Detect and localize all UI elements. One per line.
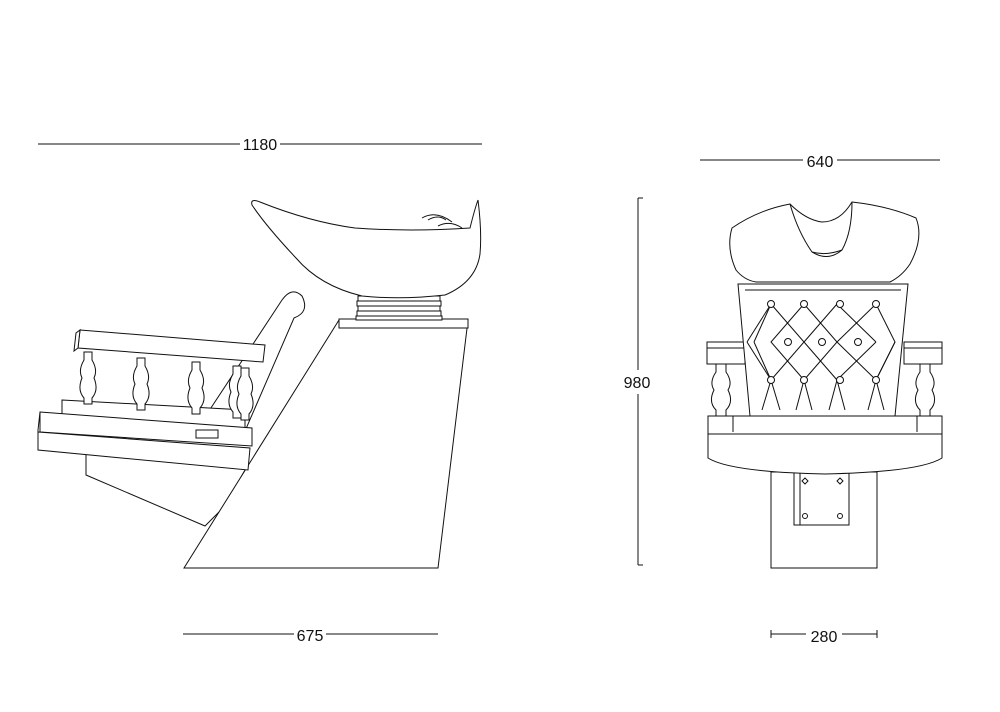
tufting-buttons	[767, 300, 880, 384]
right-armrest	[903, 341, 943, 417]
bolt-holes	[801, 477, 844, 519]
baluster	[132, 357, 150, 411]
dimension-label-280: 280	[811, 629, 838, 646]
front-view: 640 980	[624, 154, 943, 646]
side-balusters	[79, 351, 254, 421]
diamond-tufting	[746, 300, 896, 411]
baluster	[236, 367, 254, 421]
backrest	[202, 291, 306, 439]
dimension-side-base: 675	[183, 628, 438, 645]
dimension-label-640: 640	[807, 154, 834, 171]
dimension-front-height: 980	[624, 197, 651, 566]
dimension-side-width: 1180	[38, 137, 482, 154]
side-view: 1180	[37, 137, 482, 645]
left-armrest	[706, 341, 746, 417]
dimension-front-width: 640	[700, 154, 940, 171]
dimension-label-980: 980	[624, 375, 651, 392]
basin-neck	[355, 295, 443, 321]
dimension-label-675: 675	[297, 628, 324, 645]
baluster	[187, 361, 205, 415]
wash-basin	[251, 199, 482, 299]
front-seat-base	[707, 415, 943, 475]
front-pedestal	[770, 463, 878, 569]
seat-assembly	[37, 328, 266, 471]
dimension-label-1180: 1180	[243, 137, 278, 154]
tufted-backrest	[737, 283, 909, 417]
baluster	[79, 351, 97, 405]
dimension-front-base: 280	[770, 629, 878, 646]
front-wash-basin	[729, 201, 920, 283]
